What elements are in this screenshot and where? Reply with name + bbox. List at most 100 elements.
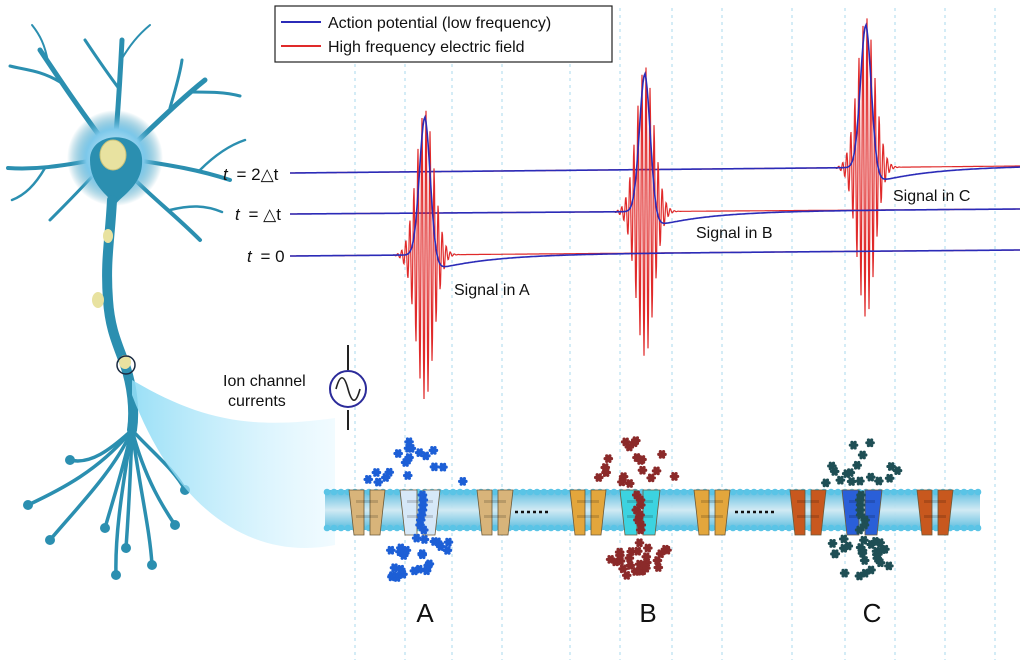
ion-particle [835,475,846,485]
time-value: = 2△t [236,165,278,184]
lipid-head [344,524,352,532]
ion-particle [624,479,635,488]
ion-particle [827,539,838,548]
ion-particle [418,525,429,535]
trace-label-0: t = 0 [247,247,285,266]
lipid-head [533,524,541,532]
grid-lines [354,8,996,660]
lipid-head [960,488,968,496]
svg-text:t = 2△t: t = 2△t [223,165,279,184]
lipid-head [673,524,681,532]
time-variable: t [235,205,241,224]
ion-particle [442,546,453,555]
lipid-head [491,488,499,496]
closed-channel [569,489,607,536]
ion-particle [632,453,642,462]
ion-particle [884,561,894,571]
ion-particle [398,551,409,560]
ion-particle [458,477,468,486]
probe-label-line1: Ion channel [223,373,306,390]
lipid-head [540,524,548,532]
trace-label-2dt: t = 2△t [223,165,279,184]
lipid-head [757,488,765,496]
ion-particle [637,560,648,570]
lipid-head [463,524,471,532]
lipid-head [617,524,625,532]
lipid-head [680,524,688,532]
lipid-head [554,524,562,532]
ion-cloud [593,436,680,580]
ion-particle [859,520,870,530]
lipid-head [519,488,527,496]
lipid-head [771,524,779,532]
lipid-head [337,488,345,496]
action-potential-trace [290,71,1020,225]
closed-channel [476,489,514,536]
ion-cloud [363,437,468,582]
lipid-head [960,524,968,532]
lipid-head [764,488,772,496]
lipid-head [687,488,695,496]
lipid-head [610,524,618,532]
time-variable: t [223,165,229,184]
lipid-head [827,488,835,496]
ion-particle [624,553,635,563]
closed-channel [916,489,954,536]
closed-channel [693,489,731,536]
closed-channel [789,489,827,536]
lipid-head [512,488,520,496]
legend-entry-action-potential: Action potential (low frequency) [281,15,551,32]
ion-particle [653,563,664,572]
lipid-head [491,524,499,532]
lipid-head [463,488,471,496]
legend: Action potential (low frequency) High fr… [274,5,613,63]
lipid-head [785,524,793,532]
lipid-head [974,524,982,532]
ion-particle [846,477,857,486]
lipid-head [442,488,450,496]
ion-particle [830,549,841,559]
ion-particle [386,545,396,555]
lipid-head [323,488,331,496]
lipid-head [953,524,961,532]
lipid-head [519,524,527,532]
lipid-head [470,488,478,496]
ion-particle [392,571,402,581]
ion-particle [635,525,646,535]
lipid-head [834,524,842,532]
legend-entry-hf-field: High frequency electric field [281,39,525,56]
lipid-head [911,524,919,532]
ion-particle [854,525,865,535]
channel-label-a: A [416,598,434,628]
probe-label-line2: currents [228,393,286,410]
lipid-head [883,488,891,496]
lipid-head [673,488,681,496]
lipid-head [890,488,898,496]
ion-particle [892,466,903,476]
lipid-head [456,524,464,532]
lipid-head [687,524,695,532]
ion-particle [417,550,428,560]
ion-particle [404,453,414,462]
lipid-head [666,488,674,496]
lipid-head [323,524,331,532]
lipid-head [526,524,534,532]
neuron-illustration [6,24,335,580]
ion-particle [429,537,440,546]
time-variable: t [247,247,253,266]
ion-particle [857,450,868,460]
signal-label-c: Signal in C [893,188,970,205]
legend-label: High frequency electric field [328,39,525,56]
ion-particle [872,550,882,559]
ion-particle [396,543,406,553]
lipid-head [470,524,478,532]
lipid-head [610,488,618,496]
lipid-head [547,488,555,496]
signal-traces [290,18,1020,400]
ion-particle [402,471,413,480]
ion-particle [839,534,849,544]
lipid-head [393,524,401,532]
ion-particle [669,472,680,481]
ion-particle [624,442,635,452]
